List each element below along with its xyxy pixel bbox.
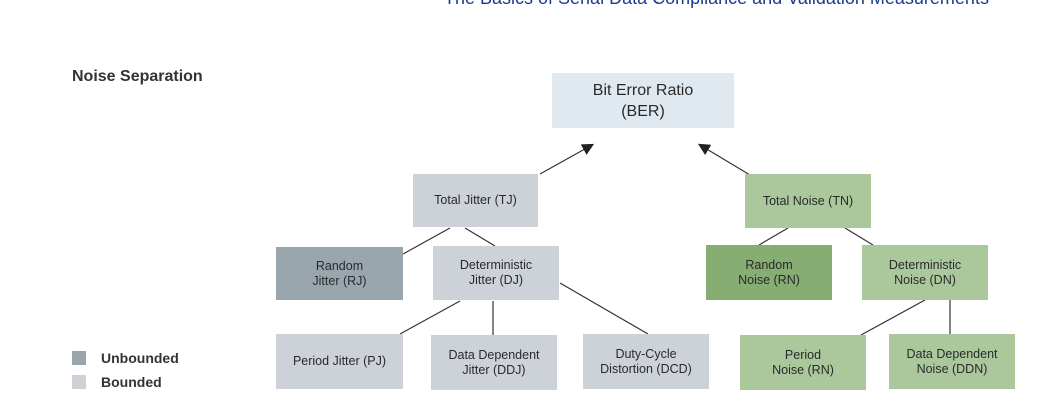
node-total-jitter: Total Jitter (TJ) (413, 174, 538, 227)
line-tn-dn (844, 227, 874, 246)
node-random-noise: Random Noise (RN) (706, 245, 832, 300)
node-ber: Bit Error Ratio (BER) (552, 73, 734, 128)
node-data-dependent-jitter: Data Dependent Jitter (DDJ) (431, 335, 557, 390)
legend-swatch-unbounded (72, 351, 86, 365)
arrow-tj-to-ber (539, 143, 595, 175)
line-dj-pj (399, 300, 461, 335)
figure-title: Noise Separation (72, 68, 203, 85)
legend-label-unbounded: Unbounded (101, 350, 179, 366)
node-period-jitter: Period Jitter (PJ) (276, 334, 403, 389)
arrow-tn-to-ber (697, 143, 751, 176)
node-data-dependent-noise: Data Dependent Noise (DDN) (889, 334, 1015, 389)
node-deterministic-jitter: Deterministic Jitter (DJ) (433, 246, 559, 300)
node-random-jitter: Random Jitter (RJ) (276, 247, 403, 300)
line-dn-pn (860, 299, 926, 336)
line-tj-dj (464, 227, 496, 247)
document-header: The Basics of Serial Data Compliance and… (444, 0, 989, 9)
legend-swatch-bounded (72, 375, 86, 389)
node-duty-cycle-distortion: Duty-Cycle Distortion (DCD) (583, 334, 709, 389)
node-total-noise: Total Noise (TN) (745, 174, 871, 228)
node-deterministic-noise: Deterministic Noise (DN) (862, 245, 988, 300)
legend-label-bounded: Bounded (101, 374, 162, 390)
line-dj-dcd (559, 282, 649, 335)
node-period-noise: Period Noise (RN) (740, 335, 866, 390)
line-tj-rj (402, 227, 451, 255)
line-tn-rn (758, 227, 789, 246)
